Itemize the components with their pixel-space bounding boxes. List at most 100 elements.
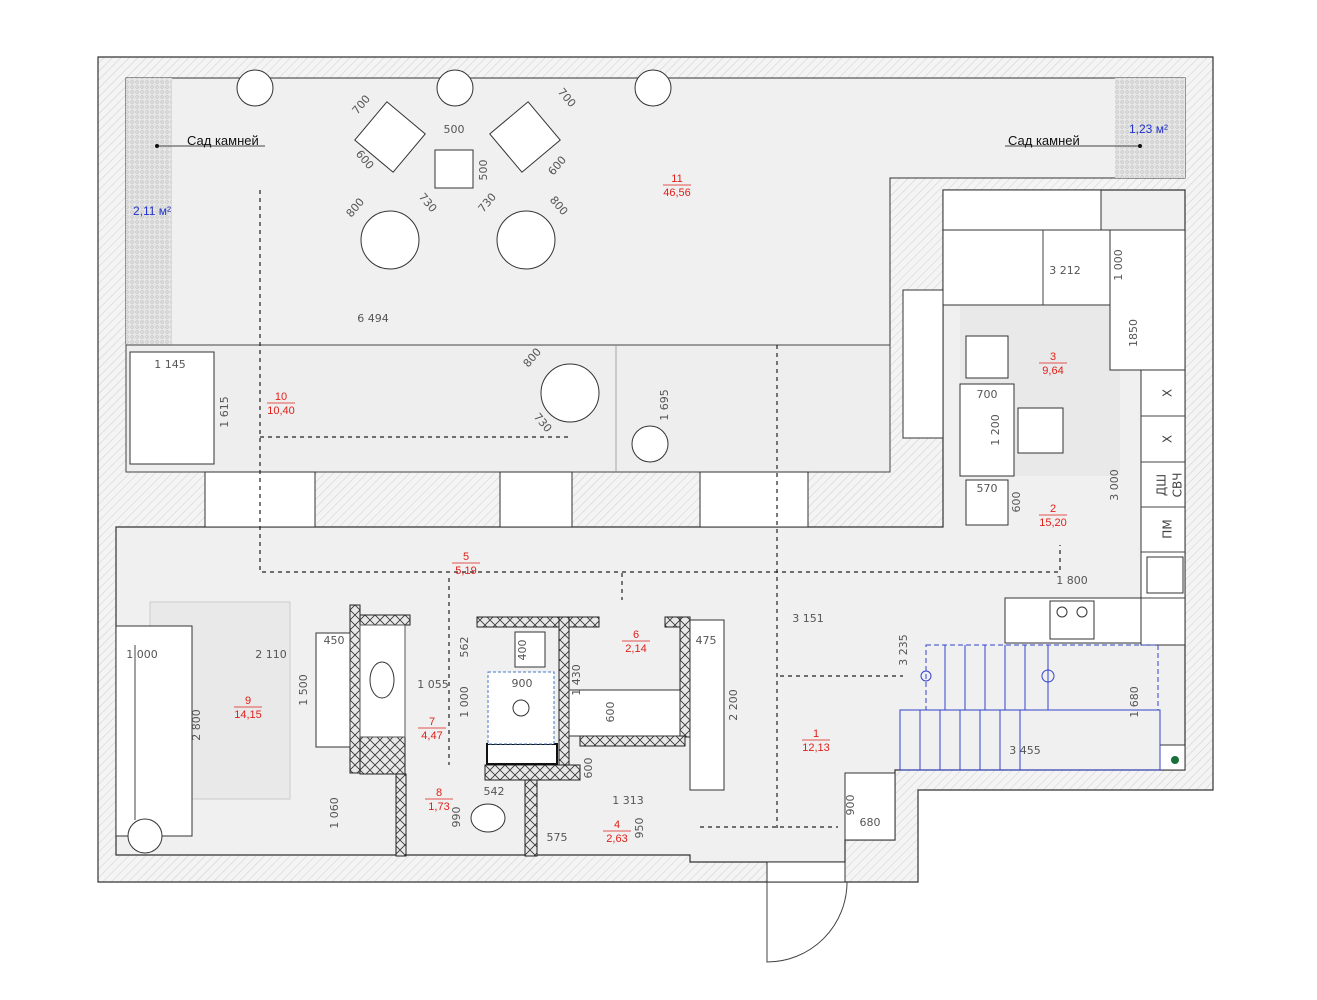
area-label: 1,23 м² <box>1129 122 1168 136</box>
room-number: 4 <box>614 819 620 831</box>
rock-garden-label: Сад камней <box>187 133 259 148</box>
cooktop <box>1049 600 1095 640</box>
plant <box>236 69 274 107</box>
room-label: 74,47 <box>418 716 446 742</box>
side-table <box>434 149 474 189</box>
room-label: 55,19 <box>452 551 480 577</box>
room-area: 12,13 <box>802 742 830 754</box>
round-table <box>496 210 556 270</box>
dimension-label: 1 500 <box>297 674 310 706</box>
dimension-label: 1 680 <box>1128 686 1141 718</box>
dimension-label: 600 <box>1010 492 1023 513</box>
entrance-door[interactable] <box>766 881 848 963</box>
dimension-label: 3 235 <box>897 634 910 666</box>
staircase <box>899 644 1161 771</box>
room-area: 15,20 <box>1039 517 1067 529</box>
room-number: 10 <box>275 391 287 403</box>
rock-garden-right <box>1115 78 1185 178</box>
plant <box>631 425 669 463</box>
dimension-label: 2 200 <box>727 689 740 721</box>
dimension-label: 680 <box>860 816 881 829</box>
dimension-label: 1 145 <box>154 358 186 371</box>
room-number: 9 <box>245 695 251 707</box>
dimension-label: 900 <box>844 795 857 816</box>
dimension-label: 600 <box>582 758 595 779</box>
dimension-label: 450 <box>324 634 345 647</box>
windows <box>204 189 1102 883</box>
room-area: 5,19 <box>455 565 476 577</box>
dimension-label: 1 000 <box>126 648 158 661</box>
room-label: 10 10,40 <box>267 391 295 417</box>
dimension-label: 1 313 <box>612 794 644 807</box>
dimension-label: 3 151 <box>792 612 824 625</box>
lounge-chair <box>354 101 426 173</box>
dimension-label: 3 455 <box>1009 744 1041 757</box>
dimension-label: 400 <box>516 640 529 661</box>
dimension-label: 1 615 <box>218 396 231 428</box>
rock-garden-label: Сад камней <box>1008 133 1080 148</box>
room-number: 8 <box>436 787 442 799</box>
room-label: 81,73 <box>425 787 453 813</box>
kitchen-sink <box>1146 556 1184 594</box>
appliance-label: Х <box>1161 435 1175 443</box>
dimension-label: 542 <box>484 785 505 798</box>
room-number: 7 <box>429 716 435 728</box>
dimension-label: 6 494 <box>357 312 389 325</box>
room-10-floor <box>125 344 891 473</box>
sofa <box>115 625 193 837</box>
dimension-label: 1 055 <box>417 678 449 691</box>
chair <box>965 335 1009 379</box>
room-number: 6 <box>633 629 639 641</box>
appliance-label: СВЧ <box>1171 473 1185 498</box>
room-label: 62,14 <box>622 629 650 655</box>
dimension-label: 475 <box>696 634 717 647</box>
sink <box>369 661 395 699</box>
room-number: 2 <box>1050 503 1056 515</box>
dimension-label: 900 <box>512 677 533 690</box>
room-label: 39,64 <box>1039 351 1067 377</box>
appliance-label: ДШ <box>1155 474 1169 496</box>
room-area: 9,64 <box>1042 365 1063 377</box>
dimension-label: 1 800 <box>1056 574 1088 587</box>
dimension-label: 1 000 <box>458 686 471 718</box>
room-number: 5 <box>463 551 469 563</box>
room-number: 3 <box>1050 351 1056 363</box>
dimension-label: 1 430 <box>570 664 583 696</box>
interior-walls <box>349 604 691 857</box>
room-area: 2,63 <box>606 833 627 845</box>
plant <box>127 818 163 854</box>
dimension-label: 3 000 <box>1108 469 1121 501</box>
furniture <box>115 69 1186 854</box>
room-area: 10,40 <box>267 405 295 417</box>
dimension-label: 2 110 <box>255 648 287 661</box>
dimension-label: 950 <box>633 818 646 839</box>
dimension-label: 500 <box>477 160 490 181</box>
dimension-label: 1 000 <box>1112 249 1125 281</box>
dimension-label: 990 <box>450 807 463 828</box>
plant <box>436 69 474 107</box>
dimension-label: 2 800 <box>190 709 203 741</box>
room-area: 46,56 <box>663 187 691 199</box>
dimension-label: 500 <box>444 123 465 136</box>
tv-console <box>315 632 351 748</box>
dimension-label: 1 200 <box>989 414 1002 446</box>
lounge-chair <box>489 101 561 173</box>
toilet <box>470 803 506 833</box>
chair <box>1017 407 1064 454</box>
room-label: 42,63 <box>603 819 631 845</box>
circulation-lines <box>259 190 1061 828</box>
dimension-label: 600 <box>604 702 617 723</box>
round-table <box>360 210 420 270</box>
room-label: 112,13 <box>802 728 830 754</box>
room-labels: 1146,561010,4039,64215,2055,1962,14914,1… <box>234 173 1067 845</box>
dimension-label: 562 <box>458 637 471 658</box>
room-area: 14,15 <box>234 709 262 721</box>
dimension-label: 1 060 <box>328 797 341 829</box>
room-label: 215,20 <box>1039 503 1067 529</box>
room-area: 1,73 <box>428 801 449 813</box>
dimension-label: 570 <box>977 482 998 495</box>
